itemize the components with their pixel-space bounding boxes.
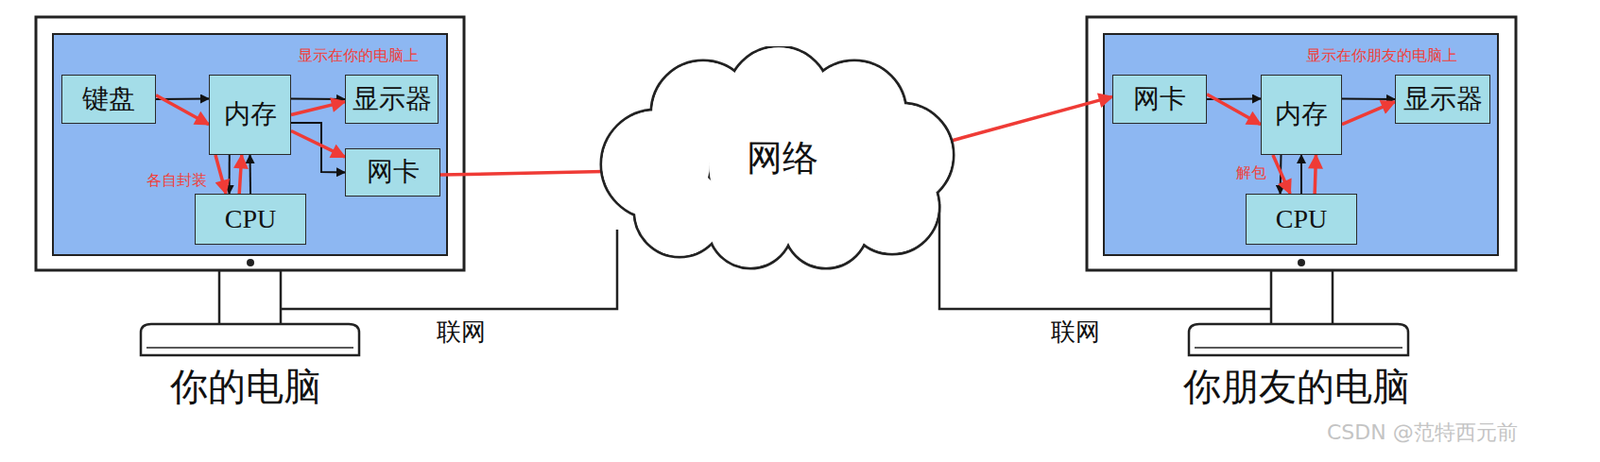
component-box: 网卡 xyxy=(344,148,441,197)
annotation: 显示在你的电脑上 xyxy=(297,47,419,65)
annotation: 解包 xyxy=(1236,164,1267,182)
right-monitor xyxy=(1086,17,1516,356)
bus-arrow xyxy=(228,154,231,194)
data-flow-arrow xyxy=(239,154,242,194)
data-flow-arrow xyxy=(215,154,226,194)
data-flow-arrow xyxy=(155,95,209,125)
component-box: CPU xyxy=(194,193,307,245)
data-flow-arrow xyxy=(1341,102,1395,125)
node-text: 网卡 xyxy=(1133,85,1187,115)
watermark: CSDN @范特西元前 xyxy=(1326,421,1518,445)
bus-arrow xyxy=(249,154,253,194)
bus-arrow xyxy=(291,122,345,173)
component-box: 内存 xyxy=(1260,74,1342,155)
network-cloud: 网络 xyxy=(589,46,975,271)
bus-arrow xyxy=(1341,98,1395,102)
data-flow-arrow xyxy=(1314,154,1316,194)
data-flow-arrow xyxy=(1273,154,1291,194)
component-box: 显示器 xyxy=(1394,74,1491,124)
node-text: CPU xyxy=(224,205,276,235)
annotation: 各自封装 xyxy=(146,172,207,190)
node-text: 内存 xyxy=(223,100,277,130)
component-box: 键盘 xyxy=(61,74,156,124)
node-text: 显示器 xyxy=(1403,85,1483,115)
bus-arrow xyxy=(1300,154,1303,194)
caption-label: 你的电脑 xyxy=(170,366,322,409)
left-monitor xyxy=(35,17,465,356)
bus-arrow xyxy=(291,98,345,102)
data-flow-arrow xyxy=(291,131,345,158)
node-text: CPU xyxy=(1275,205,1327,235)
component-box: 网卡 xyxy=(1112,74,1207,124)
data-flow-arrow xyxy=(1206,94,1261,125)
caption-label: 联网 xyxy=(436,319,486,347)
node-text: 显示器 xyxy=(352,85,432,115)
component-box: 内存 xyxy=(208,74,292,155)
data-flow-arrow xyxy=(291,102,345,116)
node-text: 网卡 xyxy=(366,157,420,188)
caption-label: 联网 xyxy=(1050,319,1101,347)
node-text: 内存 xyxy=(1274,100,1328,130)
component-box: 显示器 xyxy=(344,74,439,124)
node-text: 网络 xyxy=(746,138,819,179)
caption-label: 你朋友的电脑 xyxy=(1183,366,1411,409)
annotation: 显示在你朋友的电脑上 xyxy=(1306,47,1458,65)
component-box: CPU xyxy=(1245,193,1358,245)
node-text: 键盘 xyxy=(82,85,136,115)
